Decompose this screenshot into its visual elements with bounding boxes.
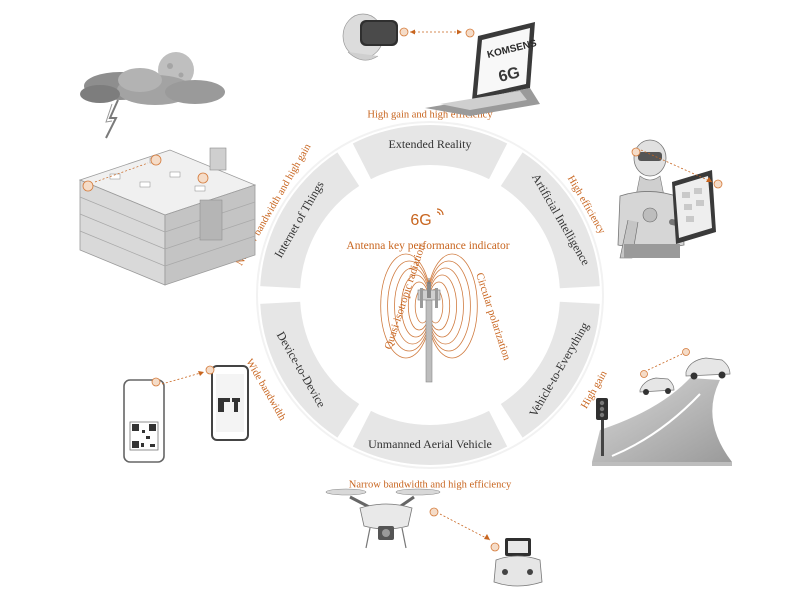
center-panel: 6G Antenna key performance indicator Qua…	[346, 208, 513, 383]
segment-label-xr: Extended Reality	[389, 137, 472, 151]
laptop-icon: KOMSENS 6G	[425, 22, 540, 116]
radiation-lobe	[427, 267, 464, 345]
drone-icon	[325, 488, 441, 549]
cars-icon	[639, 348, 731, 395]
radiation-lobe	[426, 260, 471, 352]
vr-headset-icon	[342, 13, 409, 61]
segment-label-uav: Unmanned Aerial Vehicle	[368, 437, 492, 451]
segment-xr	[352, 125, 508, 180]
requirement-label-xr: High gain and high efficiency	[367, 109, 493, 120]
tablet-icon	[672, 170, 723, 244]
segment-iot	[260, 152, 360, 289]
traffic-light-icon	[596, 398, 608, 456]
segment-ring	[256, 121, 604, 469]
smartphone-icon	[205, 365, 249, 441]
segment-ai	[500, 152, 600, 289]
radiation-lobe	[426, 253, 478, 359]
segment-d2d	[260, 301, 360, 438]
ring-outline	[256, 121, 604, 469]
smartphone-icon	[123, 377, 165, 463]
right-pattern-label: Circular polarization	[473, 271, 513, 362]
qr-code-icon	[129, 421, 159, 451]
brand-6g: 6G	[410, 212, 431, 229]
segment-v2x	[500, 301, 600, 438]
requirement-label-uav: Narrow bandwidth and high efficiency	[349, 479, 512, 490]
laptop-screen-label: 6G	[497, 64, 522, 86]
signal-icon	[436, 208, 444, 216]
remote-controller-icon	[490, 538, 543, 587]
segment-uav	[352, 410, 508, 465]
center-subtitle: Antenna key performance indicator	[346, 240, 509, 252]
storm-cloud-icon	[80, 52, 225, 139]
antenna-tower-icon	[417, 278, 441, 383]
road-icon	[592, 378, 732, 466]
parking-building-icon	[78, 147, 257, 286]
